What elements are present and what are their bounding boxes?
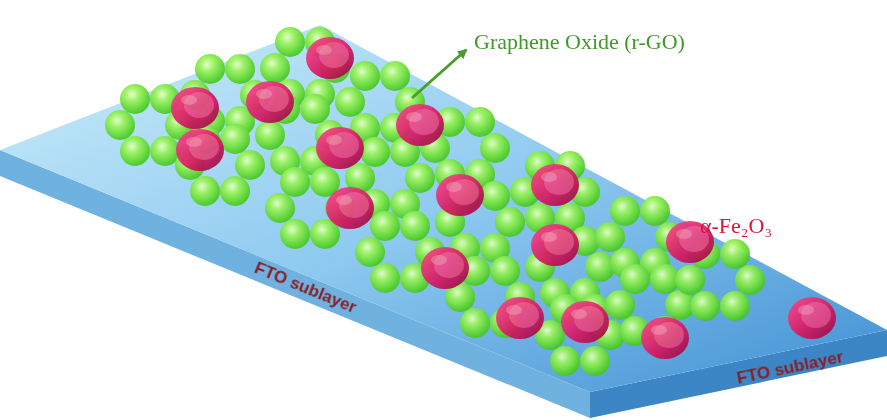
hematite-disc [436, 174, 484, 216]
fto-slab [0, 25, 887, 418]
hematite-disc [176, 129, 224, 171]
hematite-disc [641, 317, 689, 359]
hematite-disc [421, 247, 469, 289]
hematite-disc [496, 297, 544, 339]
slab-front-face [0, 150, 590, 418]
graphene-ring [175, 124, 265, 206]
component-label: Graphene Oxide (r-GO) [474, 30, 685, 54]
leader-arrow [412, 50, 466, 98]
hematite-disc [531, 164, 579, 206]
hematite-disc [246, 81, 294, 123]
hematite-disc [561, 301, 609, 343]
hematite-disc [316, 127, 364, 169]
hematite-disc [326, 187, 374, 229]
hematite-disc [396, 104, 444, 146]
graphene-ring [510, 151, 600, 233]
hematite-disc [531, 224, 579, 266]
slab-top-face [0, 25, 887, 392]
graphene-network [105, 27, 765, 376]
hematite-disc [306, 37, 354, 79]
component-label: α-Fe₂O₃ [700, 214, 772, 238]
hematite-disc [171, 87, 219, 129]
hematite-particles [171, 37, 836, 359]
hematite-disc [788, 297, 836, 339]
